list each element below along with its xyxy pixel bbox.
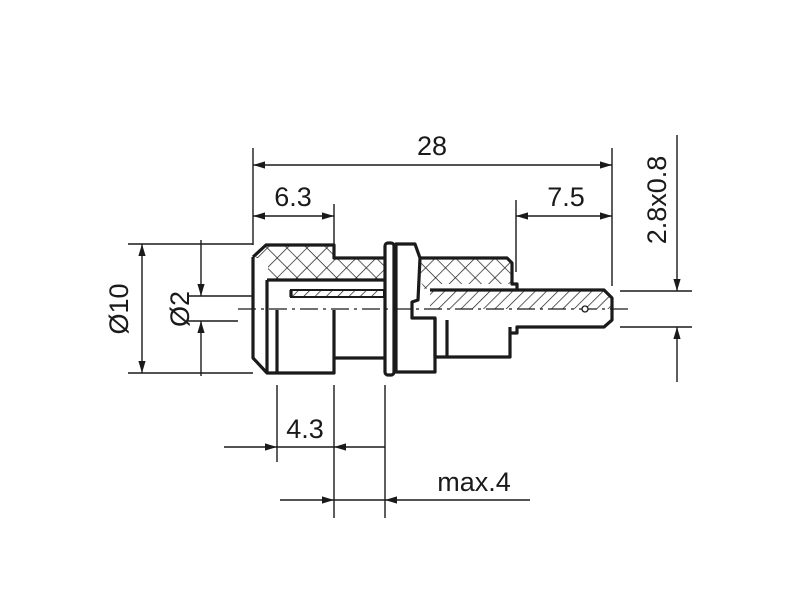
dimension-shoulder-length: 4.3 bbox=[224, 385, 386, 518]
dim-label-outer-diameter: Ø10 bbox=[104, 283, 134, 334]
dimension-overall-length: 28 bbox=[252, 131, 613, 286]
dim-label-28: 28 bbox=[417, 131, 447, 161]
dimension-pin-section: 2.8x0.8 bbox=[620, 135, 692, 382]
dim-label-max-4: max.4 bbox=[437, 467, 511, 497]
dimension-front-cap: 6.3 bbox=[253, 182, 335, 258]
dimension-outer-diameter: Ø10 bbox=[104, 243, 253, 374]
dimension-panel-thickness: max.4 bbox=[280, 467, 530, 504]
dim-label-6-3: 6.3 bbox=[274, 182, 312, 212]
dimension-pin-length: 7.5 bbox=[515, 182, 612, 272]
dim-label-7-5: 7.5 bbox=[547, 182, 585, 212]
dimension-bore-diameter: Ø2 bbox=[165, 240, 253, 376]
dim-label-4-3: 4.3 bbox=[286, 414, 324, 444]
connector-body bbox=[251, 241, 614, 377]
dim-label-bore-diameter: Ø2 bbox=[165, 291, 195, 327]
dim-label-pin-section: 2.8x0.8 bbox=[642, 156, 672, 245]
